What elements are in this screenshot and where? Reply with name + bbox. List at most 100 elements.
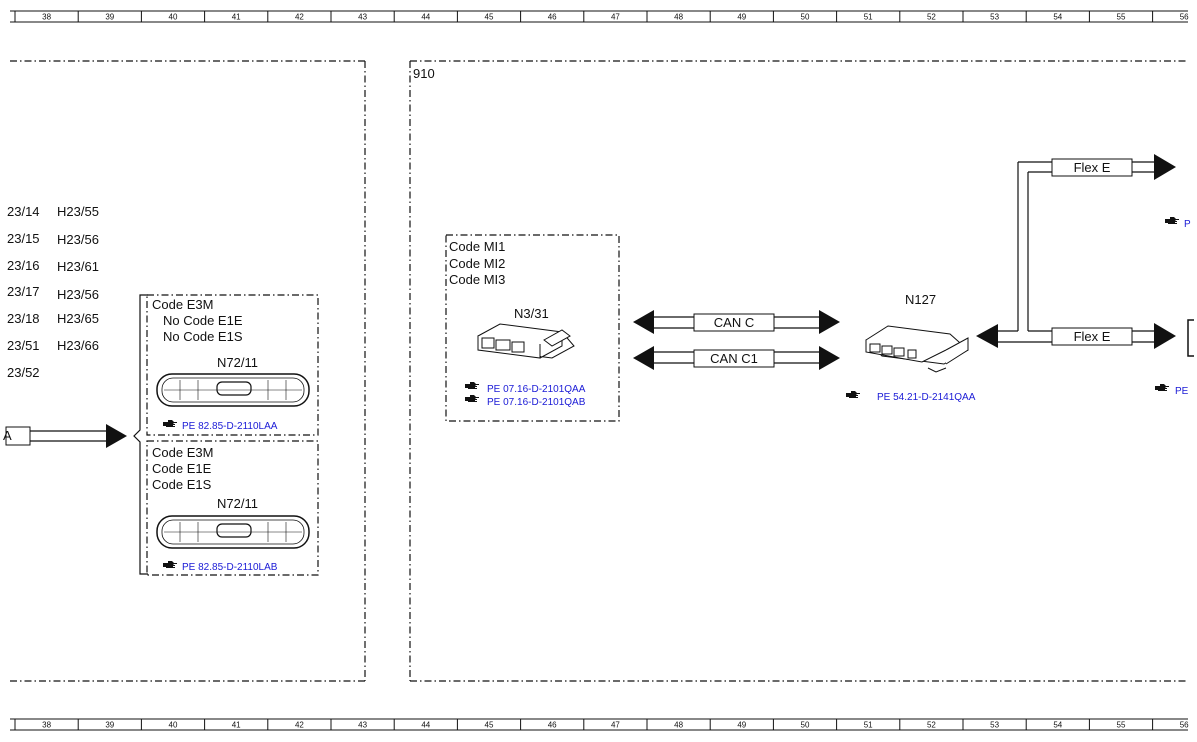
ruler-number: 46 bbox=[548, 13, 557, 22]
ruler-number: 55 bbox=[1117, 13, 1126, 22]
component-label: N127 bbox=[905, 292, 936, 307]
flex-e-bus: Flex E Flex E bbox=[976, 154, 1194, 357]
reference-link[interactable]: PE 07.16-D-2101QAB bbox=[487, 397, 586, 408]
code-label: Code MI1 bbox=[449, 239, 505, 254]
bus-label: CAN C1 bbox=[710, 351, 758, 366]
ruler-number: 52 bbox=[927, 721, 936, 730]
ground-point-list: 23/14 23/15 23/16 23/17 23/18 23/51 23/5… bbox=[7, 204, 99, 380]
code-label: Code MI2 bbox=[449, 256, 505, 271]
control-panel-icon bbox=[156, 515, 310, 549]
component-label: N72/11 bbox=[217, 496, 258, 511]
bus-label: Flex E bbox=[1074, 329, 1111, 344]
reference-link[interactable]: PE 82.85-D-2110LAA bbox=[182, 421, 278, 432]
ruler-number: 43 bbox=[358, 13, 367, 22]
ruler-number: 42 bbox=[295, 13, 304, 22]
ruler-number: 38 bbox=[42, 721, 51, 730]
list-item: H23/56 bbox=[57, 287, 99, 302]
ruler-number: 44 bbox=[421, 721, 430, 730]
bus-label: CAN C bbox=[714, 315, 754, 330]
ruler-number: 51 bbox=[864, 13, 873, 22]
list-item: 23/17 bbox=[7, 284, 40, 299]
list-item: 23/18 bbox=[7, 311, 40, 326]
can-c1-bus: CAN C1 bbox=[633, 346, 840, 370]
ruler-number: 46 bbox=[548, 721, 557, 730]
ruler-number: 54 bbox=[1053, 721, 1062, 730]
code-label: No Code E1S bbox=[163, 329, 243, 344]
n127-module: N127 PE 54.21-D-2141QAA bbox=[846, 292, 976, 403]
ruler-number: 51 bbox=[864, 721, 873, 730]
code-label: Code E1S bbox=[152, 477, 212, 492]
ruler-number: 45 bbox=[485, 721, 494, 730]
connector-a: A bbox=[3, 424, 127, 448]
ruler-number: 40 bbox=[169, 13, 178, 22]
ruler-number: 52 bbox=[927, 13, 936, 22]
pointing-hand-icon bbox=[465, 382, 479, 389]
pointing-hand-icon bbox=[465, 395, 479, 402]
ruler-number: 56 bbox=[1180, 721, 1189, 730]
partial-component-icon bbox=[1187, 319, 1194, 357]
pointing-hand-icon bbox=[1155, 384, 1169, 391]
ruler-number: 40 bbox=[169, 721, 178, 730]
zone-910-frame bbox=[409, 60, 1188, 682]
ruler-number: 54 bbox=[1053, 13, 1062, 22]
can-c-bus: CAN C bbox=[633, 310, 840, 334]
ruler-number: 41 bbox=[232, 721, 241, 730]
box-e3m-variant-2: Code E3M Code E1E Code E1S N72/11 PE 82.… bbox=[146, 440, 319, 576]
ruler-number: 39 bbox=[105, 13, 114, 22]
ruler-number: 42 bbox=[295, 721, 304, 730]
pointing-hand-icon bbox=[1165, 217, 1179, 224]
code-label: Code E1E bbox=[152, 461, 212, 476]
list-item: H23/61 bbox=[57, 259, 99, 274]
ruler-number: 55 bbox=[1117, 721, 1126, 730]
ruler-number: 53 bbox=[990, 721, 999, 730]
arrow-right-icon bbox=[819, 346, 840, 370]
list-item: 23/52 bbox=[7, 365, 40, 380]
reference-link[interactable]: PE 07.16-D-2101QAA bbox=[487, 384, 586, 395]
ruler-number: 50 bbox=[801, 721, 810, 730]
connector-label: A bbox=[3, 428, 12, 443]
code-label: No Code E1E bbox=[163, 313, 243, 328]
bottom-ruler: 38 39 40 41 42 43 44 45 46 47 48 49 50 51 52 53 54 55 56 bbox=[10, 718, 1189, 731]
arrow-right-icon bbox=[106, 424, 127, 448]
bracket bbox=[133, 294, 148, 575]
ruler-number: 48 bbox=[674, 721, 683, 730]
arrow-left-icon bbox=[976, 324, 998, 348]
reference-link[interactable]: PE bbox=[1175, 386, 1189, 397]
control-unit-icon bbox=[477, 323, 575, 359]
pointing-hand-icon bbox=[846, 391, 860, 398]
pointing-hand-icon bbox=[163, 561, 177, 568]
ruler-number: 41 bbox=[232, 13, 241, 22]
ruler-number: 49 bbox=[737, 721, 746, 730]
ruler-number: 48 bbox=[674, 13, 683, 22]
bus-label: Flex E bbox=[1074, 160, 1111, 175]
ruler-number: 38 bbox=[42, 13, 51, 22]
ruler-number: 47 bbox=[611, 13, 620, 22]
list-item: 23/16 bbox=[7, 258, 40, 273]
ruler-number: 43 bbox=[358, 721, 367, 730]
pointing-hand-icon bbox=[163, 420, 177, 427]
ruler-number: 44 bbox=[421, 13, 430, 22]
arrow-right-icon bbox=[819, 310, 840, 334]
control-unit-icon bbox=[865, 325, 969, 373]
reference-link[interactable]: PE 82.85-D-2110LAB bbox=[182, 562, 278, 573]
list-item: H23/66 bbox=[57, 338, 99, 353]
box-e3m-variant-1: Code E3M No Code E1E No Code E1S N72/11 … bbox=[146, 294, 319, 436]
left-frame bbox=[10, 60, 366, 682]
reference-link[interactable]: PE 54.21-D-2141QAA bbox=[877, 392, 976, 403]
arrow-right-icon bbox=[1154, 323, 1176, 349]
code-label: Code E3M bbox=[152, 445, 213, 460]
ruler-number: 47 bbox=[611, 721, 620, 730]
ruler-number: 50 bbox=[801, 13, 810, 22]
zone-label: 910 bbox=[413, 66, 435, 81]
ruler-number: 39 bbox=[105, 721, 114, 730]
right-edge-refs: P PE bbox=[1155, 217, 1191, 397]
component-label: N3/31 bbox=[514, 306, 549, 321]
box-mi: Code MI1 Code MI2 Code MI3 N3/31 PE 07.1… bbox=[445, 234, 620, 422]
list-item: 23/14 bbox=[7, 204, 40, 219]
list-item: H23/56 bbox=[57, 232, 99, 247]
arrow-right-icon bbox=[1154, 154, 1176, 180]
ruler-number: 49 bbox=[737, 13, 746, 22]
reference-link[interactable]: P bbox=[1184, 219, 1191, 230]
